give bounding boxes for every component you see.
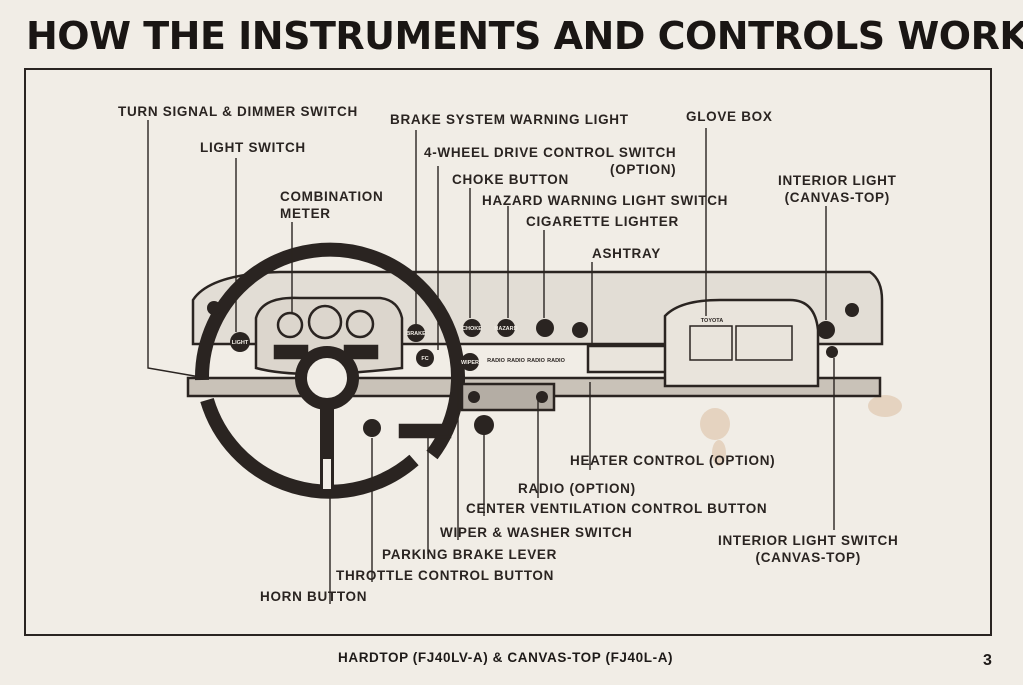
- glove-box-label-plate: [689, 325, 733, 361]
- label-wiper: WIPER & WASHER SWITCH: [440, 525, 633, 540]
- hazard-knob-text: HAZARD: [494, 326, 517, 332]
- label-glove-box: GLOVE BOX: [686, 109, 773, 124]
- label-center-vent: CENTER VENTILATION CONTROL BUTTON: [466, 501, 768, 516]
- mounting-knob-icon: [207, 301, 221, 315]
- label-line: INTERIOR LIGHT: [778, 173, 897, 188]
- steering-wheel-rim: [200, 398, 419, 499]
- mounting-knob-icon: [845, 303, 859, 317]
- label-line: METER: [280, 206, 331, 221]
- label-line: (CANVAS-TOP): [755, 550, 861, 565]
- label-four-wd: 4-WHEEL DRIVE CONTROL SWITCH (OPTION): [424, 144, 676, 178]
- hazard-switch-icon: [497, 319, 515, 337]
- interior-light-icon: [817, 321, 835, 339]
- label-line: (CANVAS-TOP): [784, 190, 890, 205]
- page-number: 3: [983, 652, 992, 669]
- horn-button-icon: [321, 457, 333, 491]
- label-horn: HORN BUTTON: [260, 589, 368, 604]
- wiper-switch-icon: [461, 353, 479, 371]
- label-hazard: HAZARD WARNING LIGHT SWITCH: [482, 193, 729, 208]
- paper-stain: [868, 395, 902, 417]
- light-knob-text: LIGHT: [232, 340, 249, 346]
- throttle-button-icon: [363, 419, 381, 437]
- label-throttle: THROTTLE CONTROL BUTTON: [336, 568, 555, 583]
- label-line: INTERIOR LIGHT SWITCH: [718, 533, 899, 548]
- label-cigarette: CIGARETTE LIGHTER: [526, 214, 679, 229]
- radio-button-text: RADIO: [487, 358, 505, 364]
- ashtray-icon: [586, 344, 672, 374]
- interior-light-switch-icon: [826, 346, 838, 358]
- label-line: 4-WHEEL DRIVE CONTROL SWITCH: [424, 145, 677, 160]
- diagram-caption: HARDTOP (FJ40LV-A) & CANVAS-TOP (FJ40L-A…: [338, 650, 674, 665]
- light-switch-knob-icon: [230, 332, 250, 352]
- radio-button-text: RADIO: [527, 358, 545, 364]
- label-ashtray: ASHTRAY: [592, 246, 661, 261]
- brake-warning-light-icon: [407, 324, 425, 342]
- label-parking-brake: PARKING BRAKE LEVER: [382, 547, 558, 562]
- fc-knob-text: FC: [421, 356, 428, 362]
- label-interior-light-switch: INTERIOR LIGHT SWITCH (CANVAS-TOP): [718, 532, 898, 566]
- parking-brake-lever-icon: [398, 423, 452, 439]
- leader-lines: [147, 120, 835, 604]
- label-choke: CHOKE BUTTON: [452, 172, 569, 187]
- cigarette-lighter-icon: [536, 319, 554, 337]
- radio-knob-icon: [536, 391, 548, 403]
- label-line: COMBINATION: [280, 189, 384, 204]
- label-radio: RADIO (OPTION): [518, 481, 636, 496]
- meter-gauge: [276, 311, 304, 339]
- label-heater: HEATER CONTROL (OPTION): [570, 453, 776, 468]
- radio-button-text: RADIO: [507, 358, 525, 364]
- glove-box-badge: TOYOTA: [701, 318, 723, 324]
- paper-stain: [712, 440, 726, 466]
- wiper-knob-text: WIPER: [461, 360, 479, 366]
- label-turn-signal: TURN SIGNAL & DIMMER SWITCH: [118, 104, 358, 119]
- tachometer-dial: [345, 309, 375, 339]
- dash-knob-icon: [572, 322, 588, 338]
- steering-hub: [295, 346, 359, 410]
- radio-knob-icon: [468, 391, 480, 403]
- speedometer-dial: [307, 304, 343, 340]
- meter-warning-lamp: [273, 344, 309, 360]
- glove-box-icon: [663, 298, 820, 388]
- label-brake-warning: BRAKE SYSTEM WARNING LIGHT: [390, 112, 629, 127]
- label-line: (OPTION): [610, 162, 677, 177]
- label-combination-meter: COMBINATION METER: [280, 188, 383, 222]
- choke-button-icon: [463, 319, 481, 337]
- glove-box-label-plate: [735, 325, 793, 361]
- radio-button-text: RADIO: [547, 358, 565, 364]
- label-interior-light: INTERIOR LIGHT (CANVAS-TOP): [778, 172, 897, 206]
- page-title: HOW THE INSTRUMENTS AND CONTROLS WORK: [26, 14, 1023, 58]
- label-light-switch: LIGHT SWITCH: [200, 140, 306, 155]
- brake-knob-text: BRAKE: [406, 331, 426, 337]
- four-wd-switch-icon: [416, 349, 434, 367]
- choke-knob-text: CHOKE: [462, 326, 482, 332]
- paper-stain: [700, 408, 730, 440]
- diagram-frame: [24, 68, 992, 636]
- center-vent-button-icon: [474, 415, 494, 435]
